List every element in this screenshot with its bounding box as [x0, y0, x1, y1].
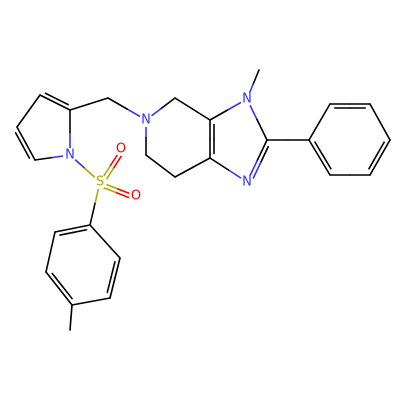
bond-line-39 [14, 132, 24, 147]
bond-line-73 [104, 240, 121, 259]
bond-line-70 [114, 257, 121, 279]
bond-line-95 [322, 154, 332, 170]
bond-line-35 [27, 94, 41, 112]
bond-line-89 [375, 141, 385, 157]
bond-line-87 [379, 139, 391, 159]
bond-line-5 [256, 139, 268, 162]
bond-line-65 [51, 272, 63, 287]
atom-s-sulfonyl-label: S [96, 175, 104, 190]
bond-line-34 [44, 92, 58, 100]
bond-line-8 [252, 161, 262, 180]
bond-line-31 [54, 101, 71, 111]
atom-o-sulfonyl-upper-bg [114, 142, 128, 156]
bond-line-69 [109, 277, 116, 299]
bond-layer [14, 69, 391, 331]
bond-line-79 [308, 121, 321, 141]
atom-n-piperidine-bg [139, 113, 153, 127]
bond-line-26 [191, 157, 211, 169]
bond-line-7 [259, 145, 270, 164]
bond-line-10 [209, 157, 230, 171]
atom-o-sulfonyl-upper-label: O [116, 142, 126, 157]
atom-label-layer: N N N N S O O [63, 92, 254, 204]
bond-line-23 [145, 154, 162, 167]
bond-line-33 [55, 98, 69, 106]
bond-line-72 [110, 261, 116, 278]
bond-line-4 [256, 118, 268, 141]
bond-line-28 [107, 97, 128, 110]
bond-line-75 [70, 304, 73, 319]
bond-line-64 [58, 287, 73, 306]
atom-n-pyrrole: N [63, 148, 77, 163]
bond-line-25 [174, 166, 194, 178]
bond-line-76 [69, 316, 72, 331]
bond-line-36 [16, 110, 30, 128]
bond-line-88 [369, 156, 381, 176]
bond-line-19 [159, 97, 176, 110]
atom-n-pyrrole-bg [63, 148, 77, 162]
bond-line-96 [314, 141, 324, 157]
bond-line-60 [59, 231, 75, 236]
atom-o-sulfonyl-lower-label: O [131, 189, 141, 204]
bond-line-29 [88, 97, 109, 105]
bond-line-93 [318, 156, 331, 176]
bond-line-85 [369, 103, 381, 123]
bond-line-59 [72, 228, 88, 234]
atom-n-imidazole-methyl-bg [240, 92, 254, 106]
bond-line-57 [71, 224, 91, 230]
bond-line-38 [25, 142, 36, 161]
bond-line-74 [89, 224, 106, 243]
bond-line-80 [318, 103, 331, 123]
atom-n-imidazole-methyl-label: N [242, 92, 252, 107]
bond-line-17 [191, 108, 211, 121]
bond-line-67 [71, 300, 92, 306]
bond-line-18 [174, 97, 194, 110]
bond-line-62 [45, 251, 52, 273]
bond-line-94 [308, 139, 321, 159]
bond-line-58 [54, 227, 74, 233]
bond-line-24 [159, 165, 176, 178]
atom-n-imidazole-methyl: N [240, 92, 254, 107]
bond-line-86 [379, 121, 391, 141]
bond-line-61 [49, 231, 56, 253]
bond-line-68 [90, 297, 111, 303]
bond-line-15 [209, 108, 230, 121]
bond-line-41 [34, 156, 54, 161]
atom-s-sulfonyl-bg [93, 175, 107, 189]
bond-line-37 [16, 126, 27, 145]
bond-line-56 [89, 202, 96, 226]
bond-line-71 [106, 276, 112, 294]
atom-n-imidazole-label: N [242, 175, 252, 190]
bond-line-63 [45, 271, 60, 290]
bond-line-32 [39, 94, 56, 104]
atom-s-sulfonyl: S [93, 175, 107, 190]
atom-o-sulfonyl-lower-bg [129, 189, 143, 203]
bond-line-30 [69, 103, 90, 111]
atom-n-piperidine-label: N [141, 113, 151, 128]
bond-line-1 [252, 69, 260, 86]
bond-line-66 [61, 285, 73, 300]
bond-line-90 [368, 154, 378, 170]
atom-o-sulfonyl-upper: O [114, 142, 128, 157]
atom-n-piperidine: N [139, 113, 153, 128]
atom-o-sulfonyl-lower: O [129, 189, 143, 204]
atom-n-imidazole: N [240, 175, 254, 190]
atom-n-pyrrole-label: N [65, 148, 75, 163]
bond-line-40 [21, 144, 31, 159]
atom-n-imidazole-bg [240, 175, 254, 189]
